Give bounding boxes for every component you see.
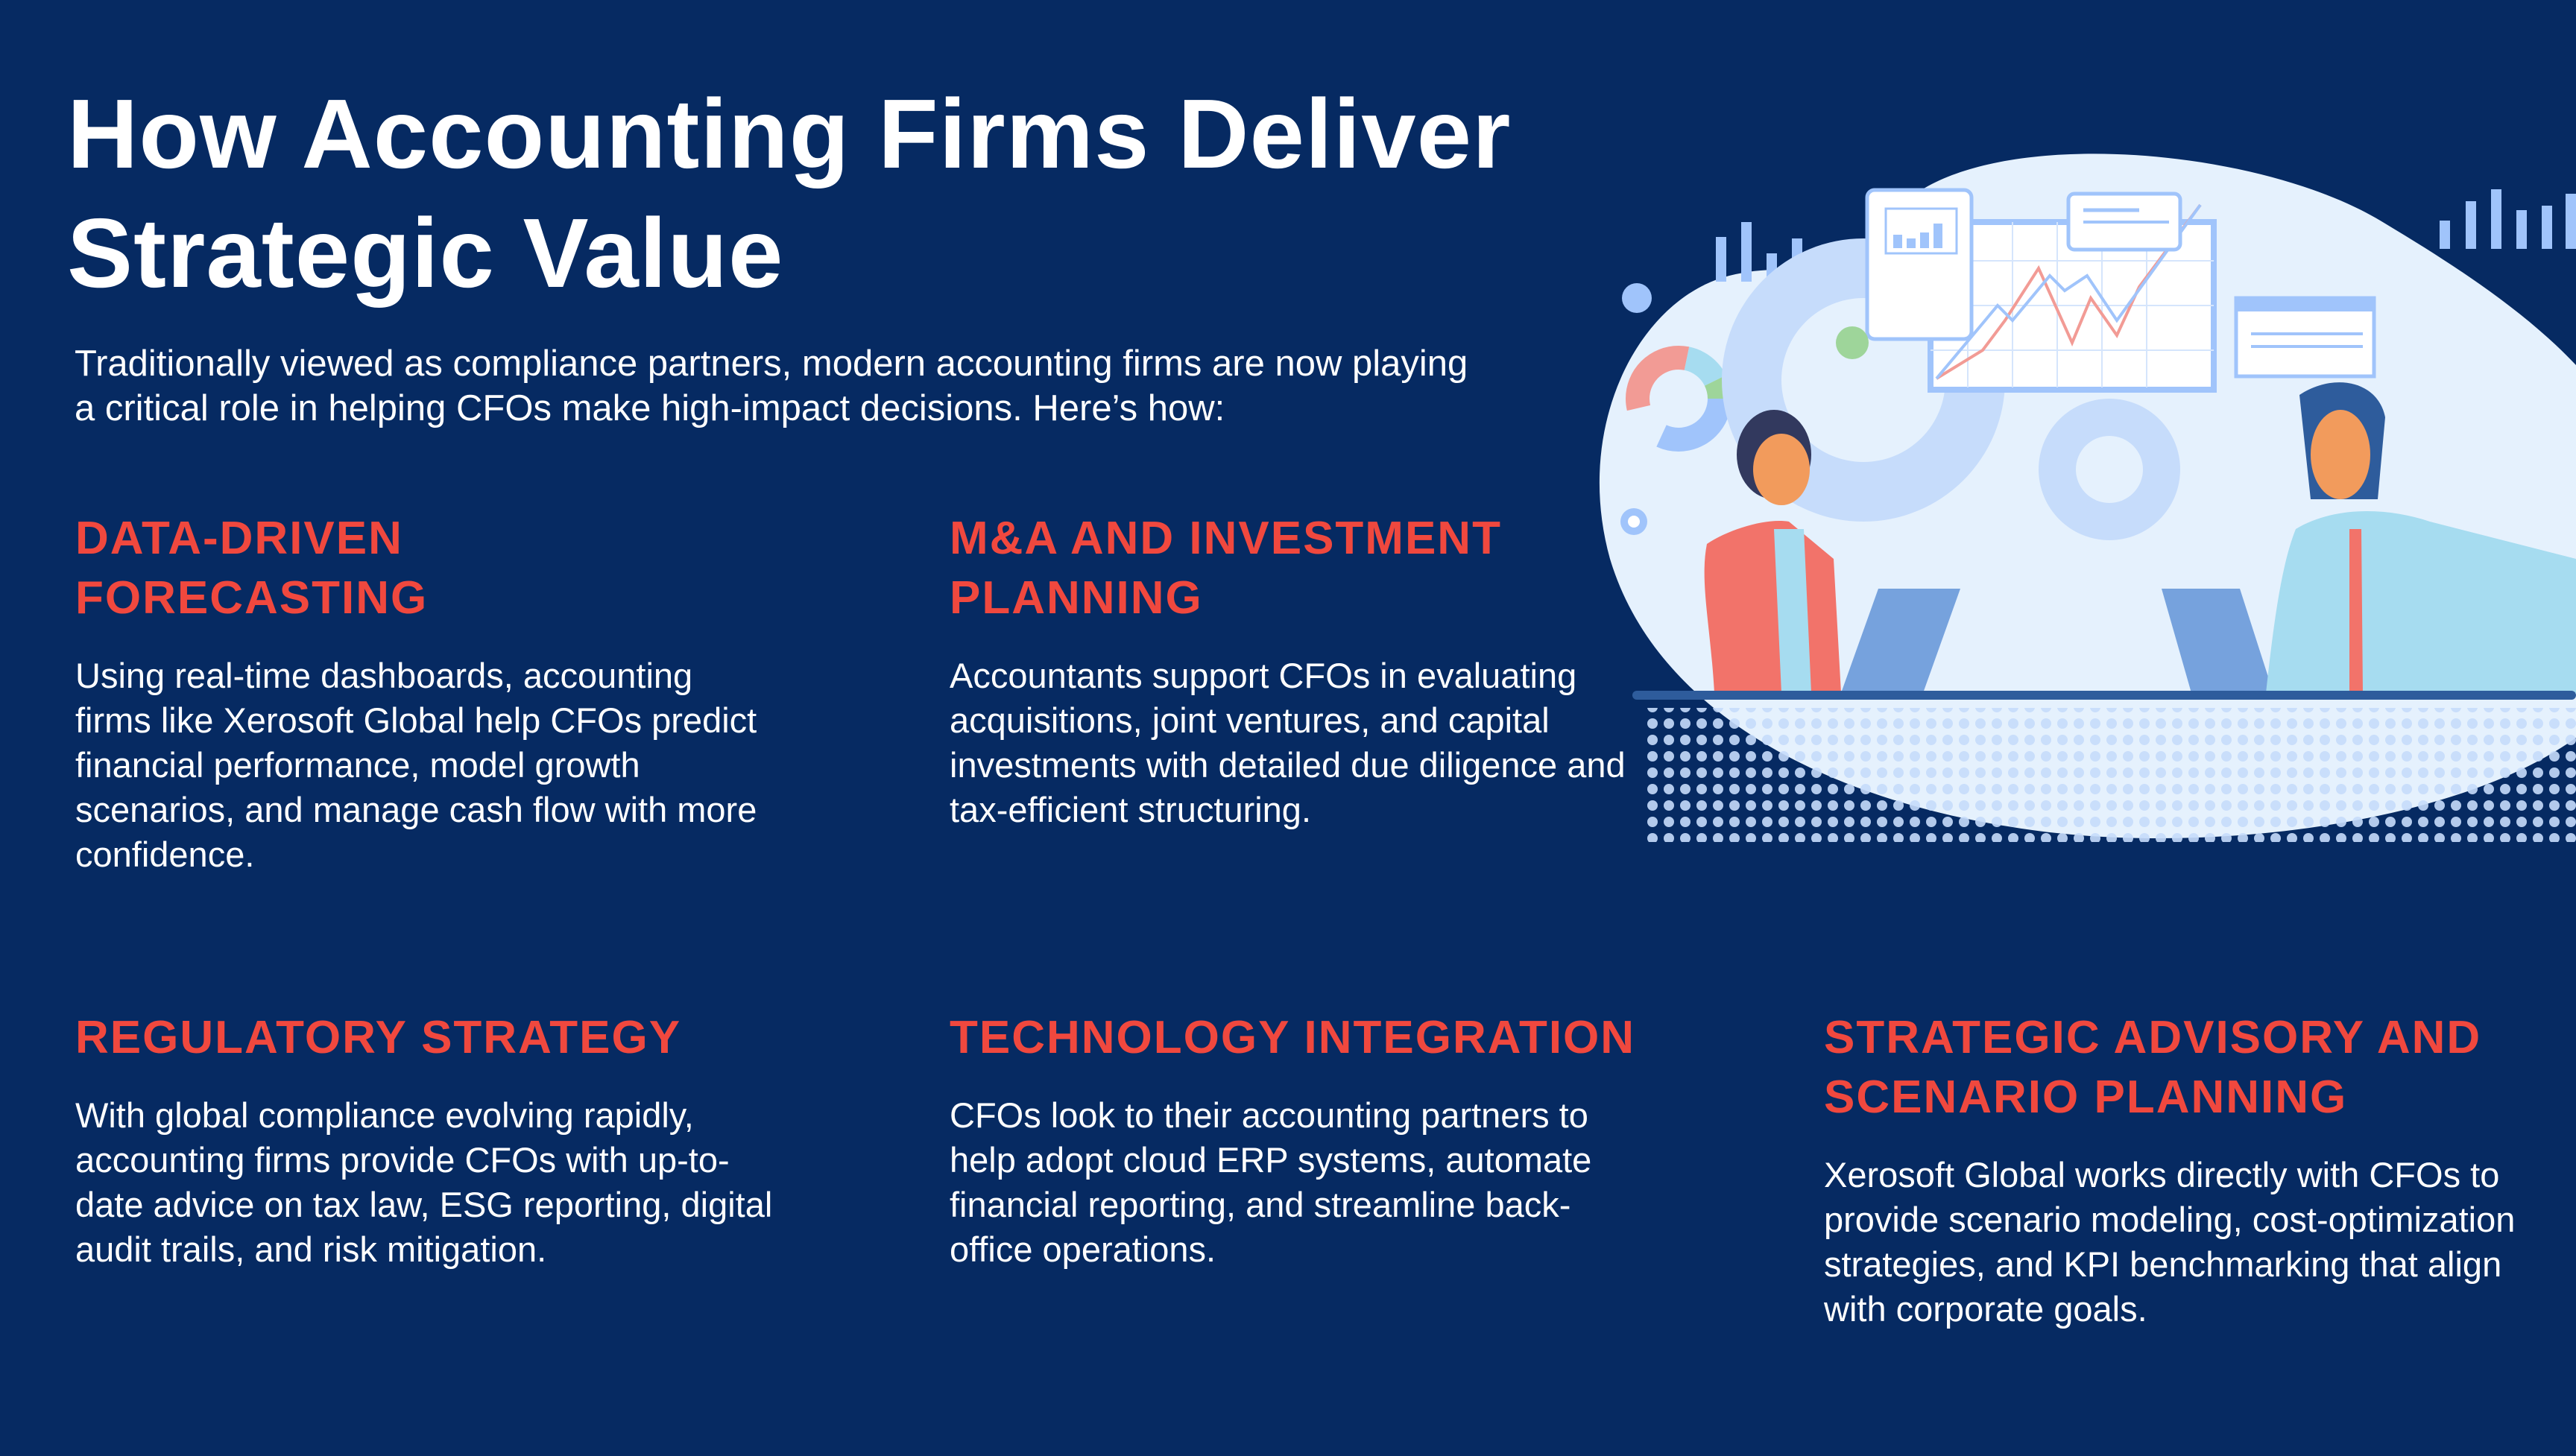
section-regulatory-strategy: Regulatory Strategy With global complian…: [75, 1008, 776, 1272]
bar-chart-icon-right: [2440, 189, 2576, 249]
section-ma-investment-planning: M&A and Investment Planning Accountants …: [950, 509, 1643, 832]
section-body: Xerosoft Global works directly with CFOs…: [1824, 1155, 2516, 1329]
intro-text: Traditionally viewed as compliance partn…: [75, 344, 1468, 428]
section-heading: M&A and Investment Planning: [950, 513, 1502, 624]
section-technology-integration: Technology Integration CFOs look to thei…: [950, 1008, 1643, 1272]
section-body: With global compliance evolving rapidly,…: [75, 1095, 773, 1269]
laptop-icon: [1841, 589, 2273, 693]
report-document-icon: [1836, 188, 1974, 359]
section-data-driven-forecasting: Data-Driven Forecasting Using real-time …: [75, 509, 761, 877]
section-heading: Regulatory Strategy: [75, 1012, 682, 1063]
section-strategic-advisory: Strategic Advisory and Scenario Planning…: [1824, 1008, 2539, 1332]
section-body: Accountants support CFOs in evaluating a…: [950, 656, 1626, 829]
donut-chart-icon: [1626, 346, 1731, 452]
section-heading: Technology Integration: [950, 1012, 1636, 1063]
section-body: CFOs look to their accounting partners t…: [950, 1095, 1592, 1269]
browser-window-icon: [2234, 296, 2376, 379]
desk: [1632, 691, 2576, 700]
man-figure: [2266, 382, 2576, 693]
section-body: Using real-time dashboards, accounting f…: [75, 656, 757, 874]
business-meeting-illustration: [1599, 153, 2576, 842]
section-heading: Data-Driven Forecasting: [75, 513, 429, 624]
dot-icon: [1622, 283, 1652, 313]
chat-bubble-icon: [2066, 192, 2182, 252]
page-title: How Accounting Firms Deliver Strategic V…: [67, 79, 1512, 308]
woman-figure: [1704, 410, 1841, 693]
section-heading: Strategic Advisory and Scenario Planning: [1824, 1012, 2482, 1123]
